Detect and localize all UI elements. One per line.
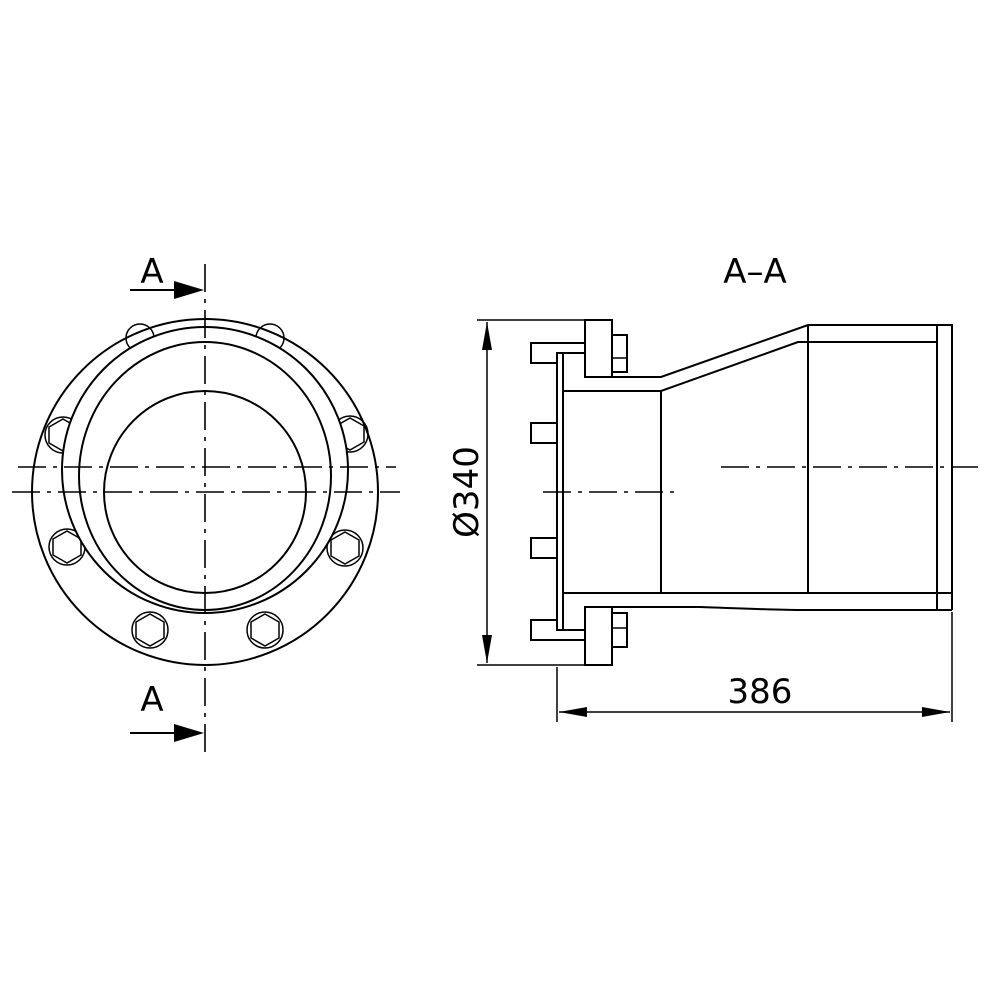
clamp-bottom xyxy=(584,606,613,666)
front-view: A A xyxy=(12,252,400,752)
nut-top xyxy=(611,334,628,373)
section-label-bottom: A xyxy=(140,680,163,720)
section-label-top: A xyxy=(140,252,163,292)
bolt xyxy=(530,422,557,444)
length-dimension: 386 xyxy=(556,612,953,722)
bolt-head xyxy=(246,611,284,649)
diameter-dimension: Ø340 xyxy=(447,319,612,666)
section-arrow-top: A xyxy=(130,252,204,299)
bolt-head xyxy=(131,611,169,649)
section-title: A–A xyxy=(723,252,787,292)
clamp-top xyxy=(584,319,613,378)
length-label: 386 xyxy=(728,672,793,712)
bolt-top xyxy=(530,342,585,364)
diameter-label: Ø340 xyxy=(447,446,487,538)
pipe-inner-top xyxy=(563,341,937,392)
nut-bottom xyxy=(611,612,628,648)
bolt-head xyxy=(326,529,364,567)
bolt xyxy=(530,537,557,559)
pipe-outer-bottom xyxy=(612,606,952,611)
section-arrow-bottom: A xyxy=(130,680,204,742)
bolt-heads xyxy=(44,323,369,649)
bolt-bottom xyxy=(530,619,585,641)
section-view: A–A Ø340 xyxy=(447,252,978,722)
